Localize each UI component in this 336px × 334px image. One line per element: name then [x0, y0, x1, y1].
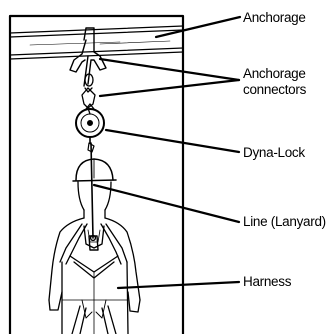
- worker-helmet: [73, 159, 116, 181]
- dyna-lock-device: [76, 104, 104, 137]
- label-dyna-lock: Dyna-Lock: [243, 145, 305, 161]
- leader-lanyard: [94, 185, 239, 222]
- label-line-lanyard: Line (Lanyard): [243, 214, 326, 230]
- label-anchorage-connectors-line-2: connectors: [243, 82, 306, 98]
- leader-dyna-lock: [106, 130, 239, 152]
- label-anchorage: Anchorage: [243, 10, 306, 26]
- leader-harness: [118, 282, 239, 288]
- leader-connector-upper: [100, 59, 239, 80]
- label-harness: Harness: [243, 274, 291, 290]
- leader-lines: [94, 17, 240, 288]
- leader-connector-lower: [100, 80, 239, 96]
- label-anchorage-connectors-line-1: Anchorage: [243, 66, 306, 82]
- label-anchorage-connectors: Anchorage connectors: [243, 66, 306, 98]
